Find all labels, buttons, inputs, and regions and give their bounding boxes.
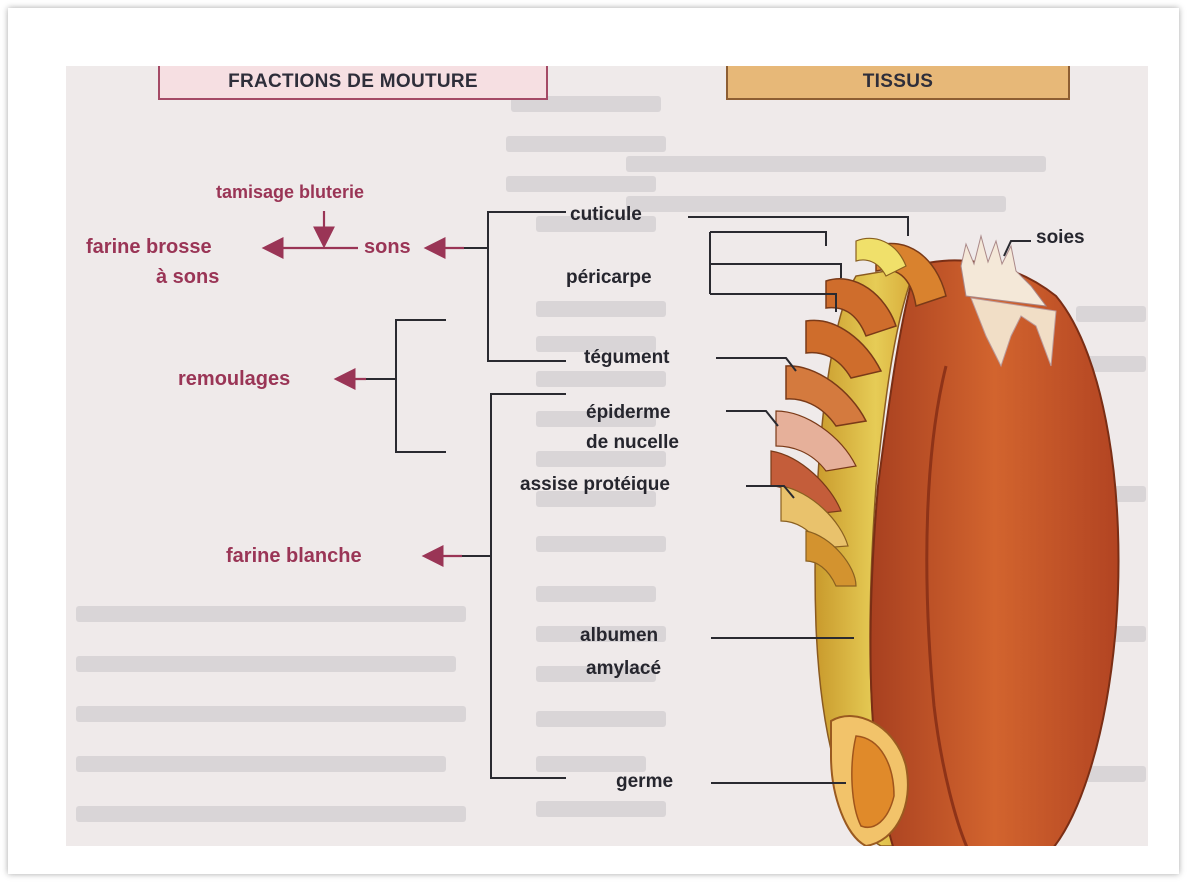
bracket-farine-blanche [462, 394, 566, 778]
label-germe: germe [616, 772, 673, 793]
label-tamisage-bluterie: tamisage bluterie [216, 183, 364, 203]
label-pericarpe: péricarpe [566, 268, 652, 289]
label-albumen-line2: amylacé [586, 659, 661, 680]
grain-illustration [771, 236, 1119, 846]
label-farine-brosse: farine brosse [86, 236, 212, 258]
bracket-remoulages [366, 320, 446, 452]
label-remoulages: remoulages [178, 368, 290, 390]
bracket-sons [464, 212, 566, 361]
label-sons: sons [364, 236, 411, 258]
label-tegument: tégument [584, 348, 670, 369]
label-assise-proteique: assise protéique [520, 475, 670, 496]
label-epiderme-line2: de nucelle [586, 433, 679, 454]
label-farine-brosse-line2: à sons [156, 266, 219, 288]
label-soies: soies [1036, 228, 1085, 249]
figure-frame: FRACTIONS DE MOUTURE TISSUS [8, 8, 1179, 874]
label-farine-blanche: farine blanche [226, 545, 362, 567]
fraction-arrows [266, 211, 464, 556]
diagram-canvas: FRACTIONS DE MOUTURE TISSUS [66, 66, 1148, 846]
label-albumen: albumen [580, 626, 658, 647]
label-cuticule: cuticule [570, 205, 642, 226]
label-epiderme: épiderme [586, 403, 670, 424]
